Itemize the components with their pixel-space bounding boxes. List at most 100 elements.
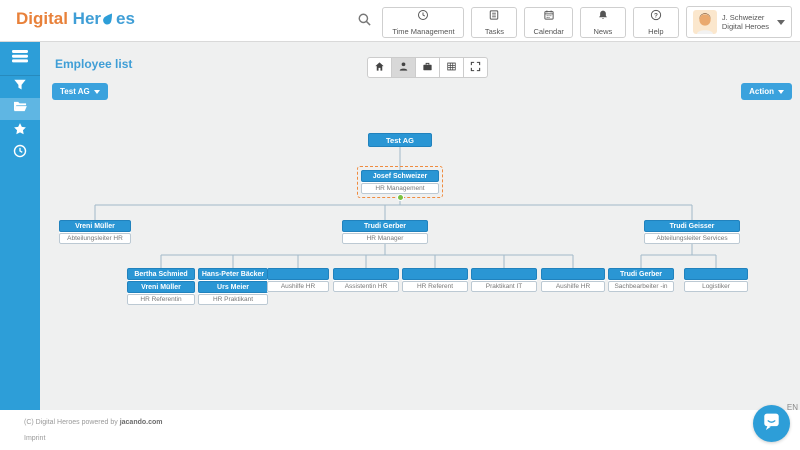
org-node-role: HR Referentin bbox=[127, 294, 195, 305]
nav-button-label: Help bbox=[648, 27, 664, 36]
sidebar-item-documents[interactable] bbox=[0, 98, 40, 120]
org-node-c9[interactable]: Logistiker bbox=[684, 268, 748, 292]
nav-button-label: Time Management bbox=[392, 27, 455, 36]
logo-text-digital: Digital bbox=[16, 9, 68, 28]
folder-icon bbox=[13, 100, 28, 118]
user-name: J. Schweizer bbox=[721, 13, 765, 22]
org-node-name: Test AG bbox=[368, 133, 432, 147]
user-company: Digital Heroes bbox=[721, 22, 769, 31]
sidebar-item-favorites[interactable] bbox=[0, 120, 40, 142]
view-briefcase-button[interactable] bbox=[415, 57, 440, 78]
org-node-testag[interactable]: Test AG bbox=[368, 133, 432, 147]
person-icon bbox=[398, 59, 409, 77]
org-node-c5[interactable]: HR Referent bbox=[402, 268, 468, 292]
org-node-role: Assistentin HR bbox=[333, 281, 399, 292]
org-node-name: Trudi Gerber bbox=[608, 268, 674, 280]
org-node-name bbox=[267, 268, 329, 280]
footer: (C) Digital Heroes powered by jacando.co… bbox=[0, 403, 800, 450]
company-filter-label: Test AG bbox=[60, 87, 90, 96]
view-person-button[interactable] bbox=[391, 57, 416, 78]
org-node-role: Aushilfe HR bbox=[267, 281, 329, 292]
imprint-link[interactable]: Imprint bbox=[24, 435, 46, 442]
org-node-name: Hans-Peter Bäcker bbox=[198, 268, 268, 280]
help-button[interactable]: ? Help bbox=[632, 6, 679, 38]
logo-text-her: Her bbox=[67, 9, 102, 28]
org-node-name: Trudi Gerber bbox=[342, 220, 428, 232]
logo-text-es: es bbox=[116, 9, 135, 28]
org-node-role: Praktikant IT bbox=[471, 281, 537, 292]
org-node-name: Trudi Geisser bbox=[644, 220, 740, 232]
nav-button-label: News bbox=[593, 27, 613, 36]
org-node-name: Vreni Müller bbox=[127, 281, 195, 293]
action-button[interactable]: Action bbox=[741, 83, 792, 100]
org-node-role: HR Management bbox=[361, 183, 439, 194]
search-icon[interactable] bbox=[357, 12, 372, 32]
org-node-name bbox=[333, 268, 399, 280]
tasks-icon bbox=[488, 8, 500, 26]
org-node-name: Vreni Müller bbox=[59, 220, 131, 232]
language-switcher[interactable]: EN bbox=[786, 403, 798, 412]
org-node-name: Bertha Schmied bbox=[127, 268, 195, 280]
star-icon bbox=[13, 122, 27, 141]
org-node-name: Josef Schweizer bbox=[361, 170, 439, 182]
org-node-role: HR Referent bbox=[402, 281, 468, 292]
chevron-down-icon bbox=[777, 19, 785, 25]
page-title: Employee list bbox=[55, 57, 133, 71]
help-icon: ? bbox=[650, 8, 662, 26]
briefcase-icon bbox=[422, 59, 433, 77]
chat-button[interactable] bbox=[753, 405, 790, 442]
nav-button-label: Tasks bbox=[484, 27, 505, 36]
expand-icon bbox=[470, 59, 481, 77]
org-node-role: Logistiker bbox=[684, 281, 748, 292]
table-icon bbox=[446, 59, 457, 77]
nav-button-label: Calendar bbox=[533, 27, 564, 36]
view-expand-button[interactable] bbox=[463, 57, 488, 78]
calendar-button[interactable]: Calendar bbox=[524, 6, 573, 38]
clock-icon bbox=[13, 144, 27, 163]
sidebar-item-history[interactable] bbox=[0, 142, 40, 164]
sidebar-item-menu[interactable] bbox=[0, 42, 40, 76]
clock-icon bbox=[417, 8, 429, 26]
org-node-role: HR Praktikant bbox=[198, 294, 268, 305]
org-node-name: Urs Meier bbox=[198, 281, 268, 293]
calendar-icon bbox=[543, 8, 555, 26]
time-management-button[interactable]: Time Management bbox=[382, 6, 465, 38]
org-node-role: Abteilungsleiter HR bbox=[59, 233, 131, 244]
org-node-c6[interactable]: Praktikant IT bbox=[471, 268, 537, 292]
org-node-c3[interactable]: Aushilfe HR bbox=[267, 268, 329, 292]
view-home-button[interactable] bbox=[367, 57, 392, 78]
org-node-name bbox=[402, 268, 468, 280]
chevron-down-icon bbox=[93, 89, 100, 94]
chevron-down-icon bbox=[778, 89, 784, 94]
filter-icon bbox=[13, 78, 27, 97]
hamburger-icon bbox=[11, 49, 29, 68]
droplet-icon bbox=[101, 9, 116, 28]
sidebar-item-filter[interactable] bbox=[0, 76, 40, 98]
copyright-text: (C) Digital Heroes powered by jacando.co… bbox=[24, 419, 163, 426]
news-button[interactable]: News bbox=[579, 6, 626, 38]
user-info: J. Schweizer Digital Heroes bbox=[722, 13, 769, 31]
header-actions: Time Management Tasks Calendar News ? He… bbox=[357, 6, 792, 38]
tasks-button[interactable]: Tasks bbox=[471, 6, 518, 38]
jacando-link[interactable]: jacando.com bbox=[119, 419, 163, 426]
view-table-button[interactable] bbox=[439, 57, 464, 78]
org-node-c7[interactable]: Aushilfe HR bbox=[541, 268, 605, 292]
org-node-role: Aushilfe HR bbox=[541, 281, 605, 292]
org-node-c4[interactable]: Assistentin HR bbox=[333, 268, 399, 292]
org-node-name bbox=[684, 268, 748, 280]
org-node-name bbox=[541, 268, 605, 280]
user-menu[interactable]: J. Schweizer Digital Heroes bbox=[685, 6, 792, 38]
company-filter-button[interactable]: Test AG bbox=[52, 83, 108, 100]
action-button-label: Action bbox=[749, 87, 774, 96]
org-node-role: Abteilungsleiter Services bbox=[644, 233, 740, 244]
